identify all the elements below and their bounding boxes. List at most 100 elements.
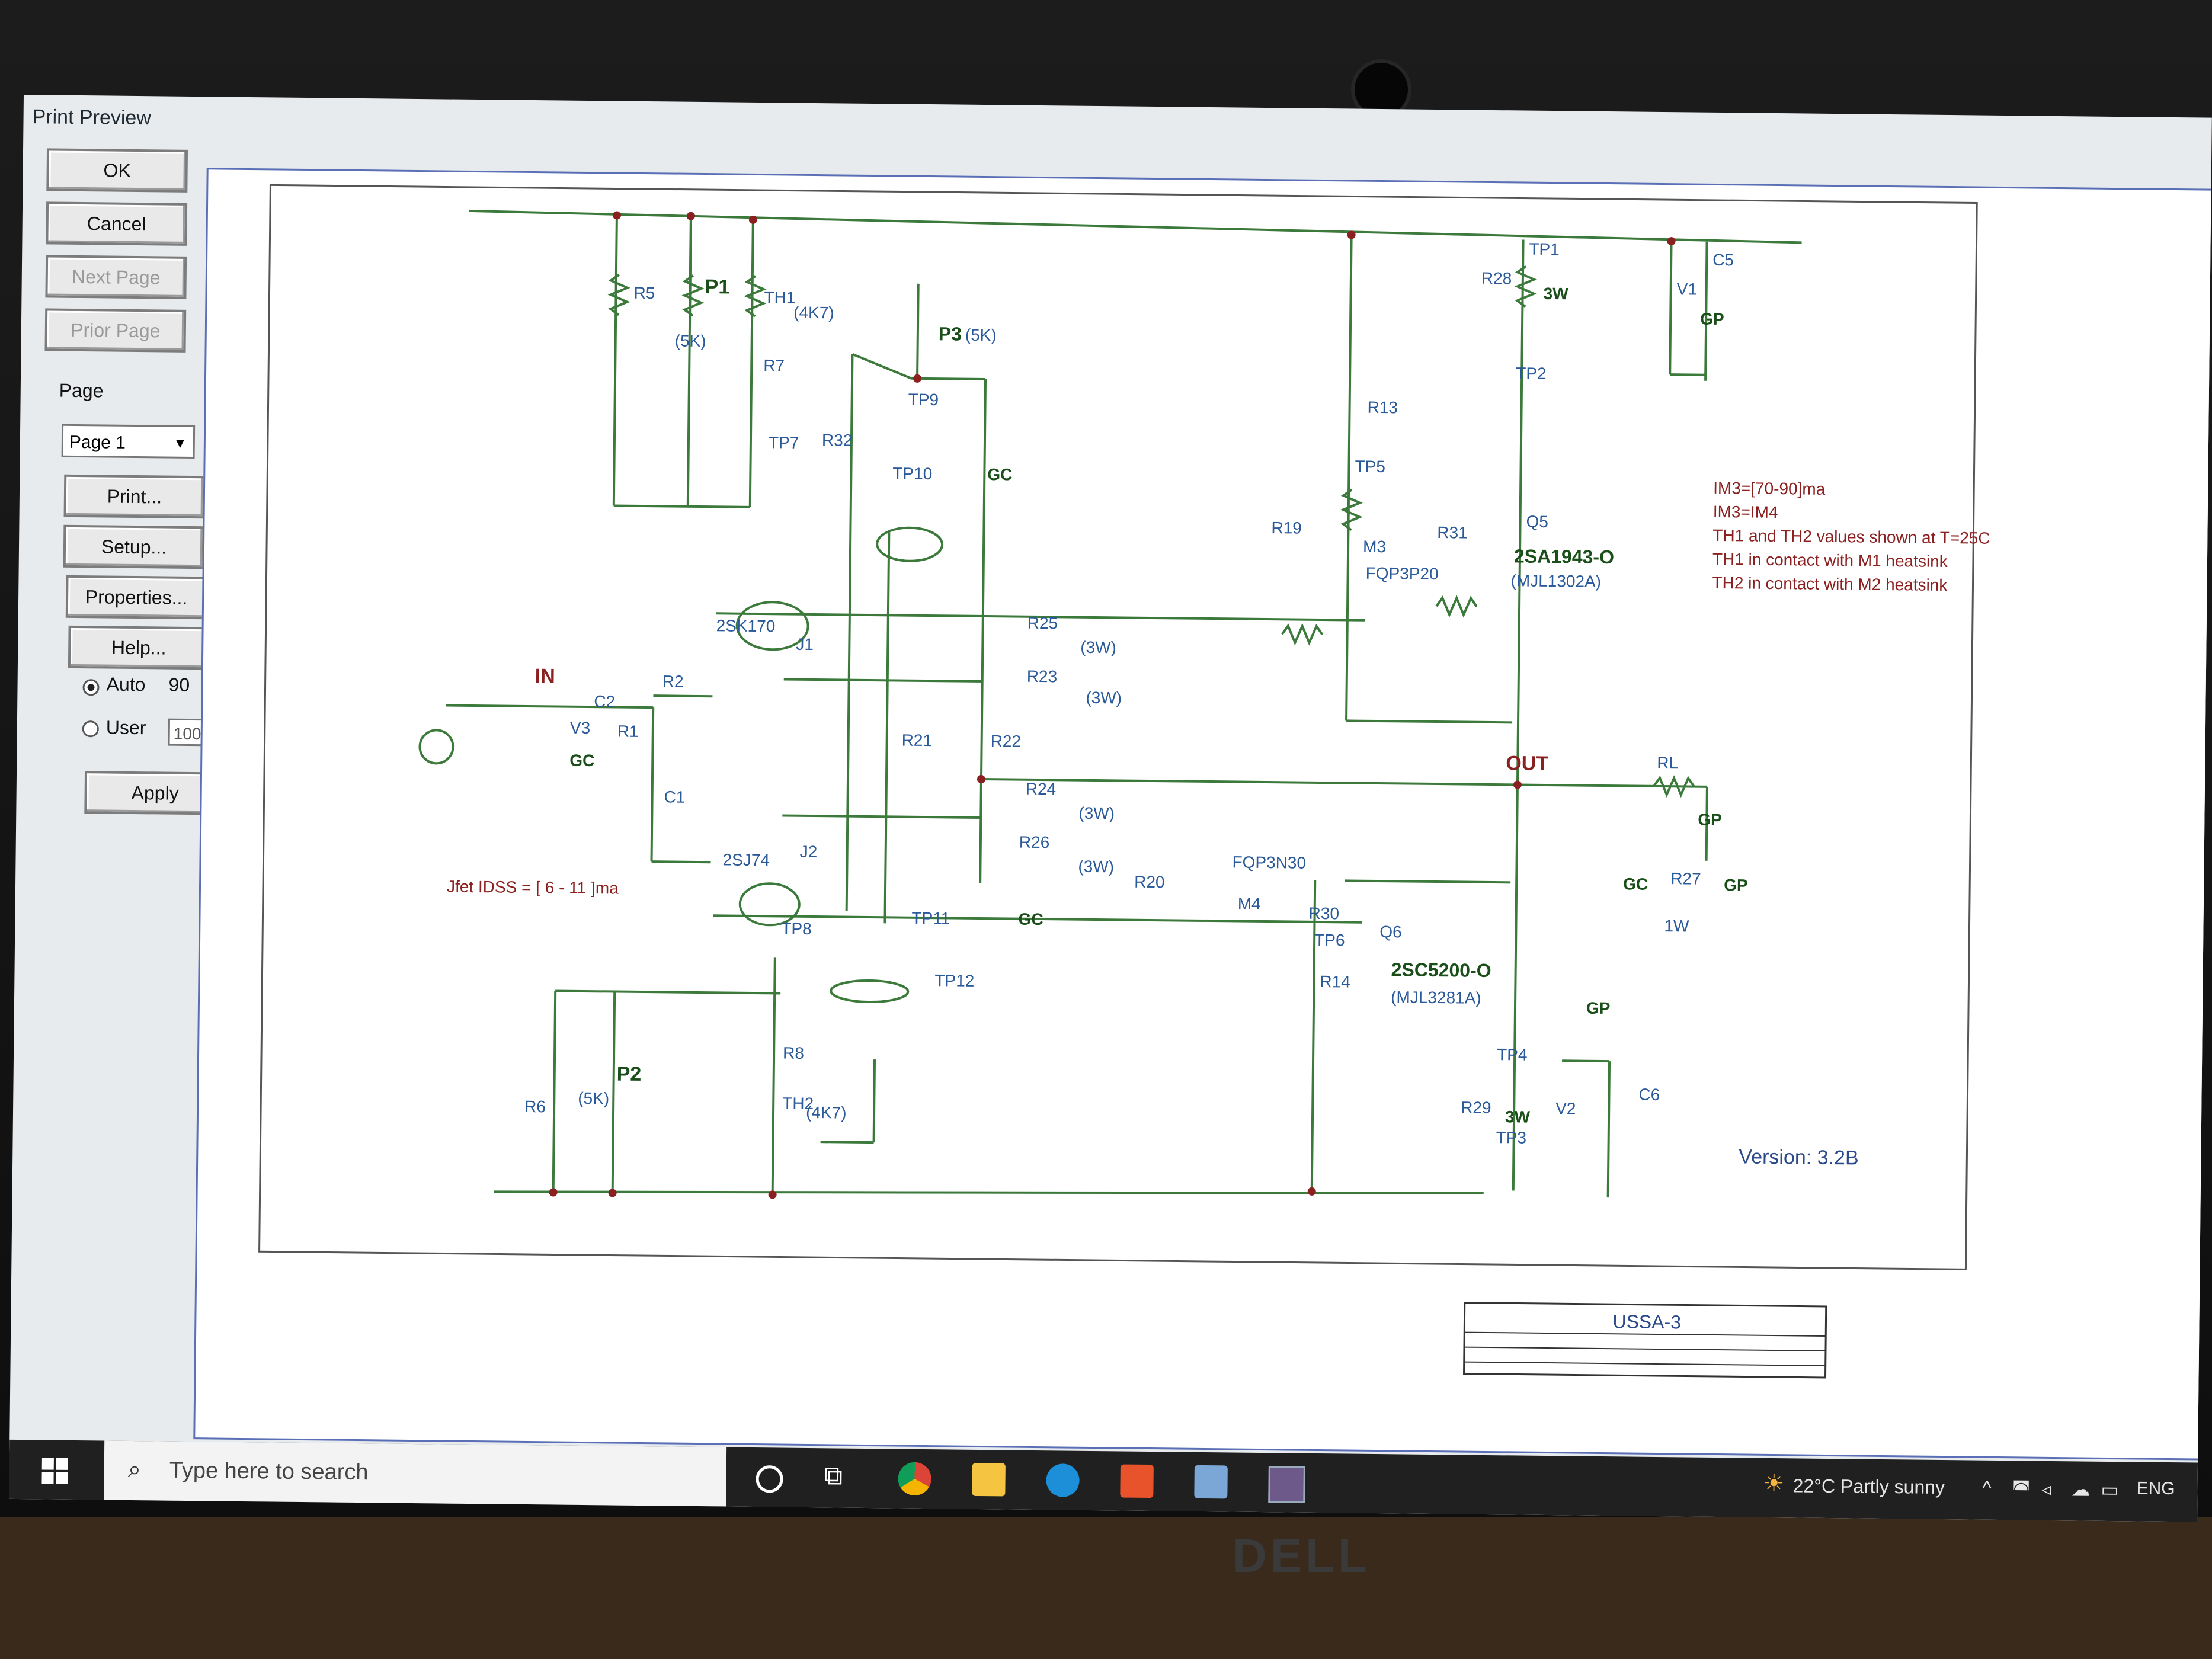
label-j1-part: 2SK170 — [716, 616, 776, 635]
start-button[interactable] — [41, 1458, 68, 1484]
label-gc-r27: GC — [1623, 875, 1648, 893]
label-gp-r27: GP — [1724, 876, 1748, 894]
label-r24-watts: (3W) — [1078, 804, 1115, 823]
edge-icon[interactable] — [1046, 1463, 1080, 1497]
note-line-2: IM3=IM4 — [1713, 502, 1778, 521]
label-q6: Q6 — [1379, 923, 1402, 941]
label-j2-part: 2SJ74 — [722, 850, 770, 869]
version-label: Version: 3.2B — [1739, 1145, 1859, 1169]
page-select[interactable]: Page 1 ▼ — [61, 424, 196, 459]
label-p2: P2 — [617, 1063, 642, 1085]
onedrive-icon[interactable]: ☁ — [2071, 1478, 2091, 1500]
label-r27: R27 — [1670, 869, 1701, 888]
label-fqp3n30: FQP3N30 — [1232, 853, 1306, 872]
note-line-5: TH2 in contact with M2 heatsink — [1712, 574, 1948, 594]
label-tp1: TP1 — [1529, 240, 1560, 259]
label-v3: V3 — [570, 719, 591, 737]
title-block — [1463, 1302, 1827, 1379]
label-c5: C5 — [1712, 251, 1734, 269]
label-r6: R6 — [524, 1097, 546, 1116]
label-r28: R28 — [1481, 269, 1512, 288]
label-p2-value: (5K) — [578, 1089, 609, 1108]
label-r30: R30 — [1308, 904, 1339, 923]
label-tp6: TP6 — [1314, 931, 1345, 950]
weather-icon: ☀ — [1763, 1470, 1785, 1497]
label-th2-value: (4K7) — [806, 1103, 847, 1122]
search-icon: ⌕ — [127, 1456, 142, 1483]
label-r8: R8 — [783, 1044, 804, 1062]
auto-zoom-value: 90 — [168, 674, 190, 696]
taskbar-search-box[interactable]: ⌕ Type here to search — [104, 1440, 727, 1507]
window-title: Print Preview — [32, 105, 152, 130]
label-in: IN — [535, 665, 555, 687]
laptop-brand-logo: DELL — [1233, 1529, 1371, 1582]
label-tp2: TP2 — [1516, 364, 1547, 383]
language-indicator[interactable]: ENG — [2136, 1478, 2175, 1499]
label-p1-value: (5K) — [675, 332, 706, 351]
office-icon[interactable] — [1120, 1464, 1154, 1498]
page-select-value: Page 1 — [69, 432, 126, 453]
label-c6: C6 — [1638, 1085, 1660, 1104]
task-view-icon[interactable]: ⧉ — [824, 1461, 843, 1491]
weather-text[interactable]: 22°C Partly sunny — [1792, 1475, 1945, 1498]
label-tp7: TP7 — [769, 433, 799, 452]
label-r26-watts: (3W) — [1078, 857, 1114, 876]
label-v2: V2 — [1555, 1099, 1576, 1117]
label-q6-part: 2SC5200-O — [1391, 959, 1491, 981]
label-r27-watts: 1W — [1664, 917, 1689, 935]
label-tp8: TP8 — [781, 919, 812, 938]
print-button[interactable]: Print... — [63, 474, 206, 519]
cortana-icon[interactable] — [756, 1465, 783, 1493]
label-c2: C2 — [594, 692, 615, 710]
schematic-app-icon[interactable] — [1268, 1466, 1305, 1503]
label-gc-top: GC — [987, 465, 1012, 483]
user-zoom-radio[interactable] — [82, 720, 99, 738]
cancel-button[interactable]: Cancel — [46, 201, 188, 246]
label-r22: R22 — [991, 732, 1022, 751]
page-label: Page — [59, 379, 104, 402]
label-q6-alt: (MJL3281A) — [1391, 988, 1481, 1007]
app-icon[interactable] — [1194, 1465, 1228, 1499]
label-r19: R19 — [1271, 518, 1302, 537]
setup-button[interactable]: Setup... — [63, 524, 205, 569]
laptop-screen: Print Preview OK Cancel Next Page Prior … — [9, 95, 2212, 1522]
label-r14: R14 — [1320, 972, 1350, 991]
label-r2: R2 — [662, 672, 684, 690]
label-v1: V1 — [1677, 280, 1698, 298]
chevron-down-icon: ▼ — [172, 435, 187, 451]
label-gp-out: GP — [1698, 811, 1722, 829]
note-line-1: IM3=[70-90]ma — [1713, 479, 1826, 498]
label-r29: R29 — [1461, 1098, 1491, 1117]
label-r24: R24 — [1026, 780, 1057, 799]
label-tp4: TP4 — [1497, 1045, 1528, 1064]
prior-page-button[interactable]: Prior Page — [44, 308, 187, 353]
label-r32: R32 — [822, 431, 853, 450]
ok-button[interactable]: OK — [46, 148, 188, 193]
label-m3: M3 — [1363, 537, 1386, 556]
label-3w-bottom: 3W — [1505, 1107, 1531, 1126]
label-th2: TH2 — [782, 1094, 814, 1113]
label-r5: R5 — [633, 284, 655, 302]
battery-icon[interactable]: ▭ — [2101, 1478, 2119, 1501]
auto-zoom-radio[interactable] — [82, 679, 100, 696]
label-r25: R25 — [1027, 614, 1058, 633]
volume-icon[interactable]: ◃ — [2041, 1478, 2051, 1500]
help-button[interactable]: Help... — [68, 625, 210, 670]
print-preview-page: R5 P1 (5K) TH1 (4K7) R7 P3 (5K) TP9 TP7 … — [193, 168, 2212, 1461]
chrome-icon[interactable] — [898, 1462, 931, 1496]
label-th1-value: (4K7) — [793, 303, 834, 322]
tray-chevron-up-icon[interactable]: ^ — [1982, 1477, 1992, 1498]
next-page-button[interactable]: Next Page — [45, 255, 187, 299]
label-tp9: TP9 — [908, 390, 939, 409]
label-r23-watts: (3W) — [1086, 688, 1122, 707]
label-c1: C1 — [664, 787, 685, 806]
file-explorer-icon[interactable] — [972, 1462, 1006, 1497]
label-tp11: TP11 — [911, 909, 950, 928]
label-p3-value: (5K) — [965, 326, 997, 345]
properties-button[interactable]: Properties... — [65, 575, 207, 620]
network-icon[interactable]: ◚ — [2012, 1478, 2031, 1500]
label-gp-bottom: GP — [1586, 999, 1611, 1017]
label-p1: P1 — [705, 276, 729, 298]
label-tp3: TP3 — [1496, 1128, 1527, 1147]
auto-zoom-label: Auto — [106, 673, 146, 696]
